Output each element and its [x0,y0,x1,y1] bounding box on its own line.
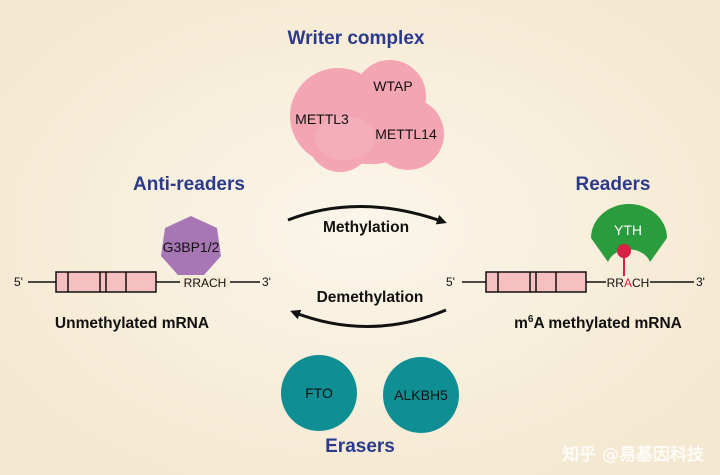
right-motif-bg [606,276,650,289]
left-motif-bg [180,276,230,289]
yth-label: YTH [614,222,642,238]
watermark: 知乎 @易基因科技 [561,444,705,465]
demethylation-arrow [290,308,447,328]
right-motif: RRACH [607,276,650,290]
mettl14-label: METTL14 [375,126,437,142]
yth-domain [591,204,667,262]
mettl3-label: METTL3 [295,111,349,127]
left-five-prime: 5' [14,275,23,289]
alkbh5-label: ALKBH5 [394,387,448,403]
right-three-prime: 3' [696,275,705,289]
right-five-prime: 5' [446,275,455,289]
unmethylated-caption: Unmethylated mRNA [55,315,209,332]
methylation-label: Methylation [323,219,409,236]
writer-complex-title: Writer complex [288,28,425,49]
writer-complex-blob [290,60,444,172]
wtap-label: WTAP [373,78,412,94]
readers-title: Readers [576,174,651,195]
methylation-arrow [287,205,447,225]
g3bp-hexagon [161,216,221,275]
demethylation-label: Demethylation [317,289,424,306]
methylated-caption: m6A methylated mRNA [514,314,682,332]
erasers-title: Erasers [325,436,395,457]
fto-circle [281,355,357,431]
alkbh5-circle [383,357,459,433]
left-three-prime: 3' [262,275,271,289]
g3bp-label: G3BP1/2 [163,239,220,255]
fto-label: FTO [305,385,333,401]
left-mrna [28,216,260,293]
methyl-mark [617,244,631,258]
anti-readers-title: Anti-readers [133,174,245,195]
left-motif: RRACH [184,276,227,290]
right-mrna [462,204,694,293]
